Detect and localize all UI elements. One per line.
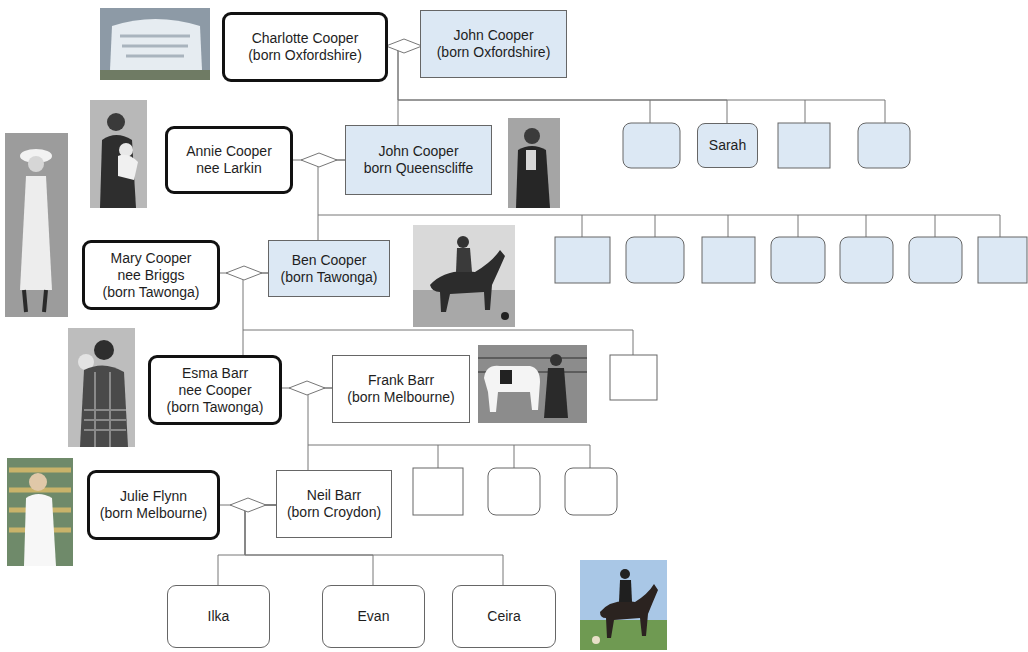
sibling-line bbox=[398, 100, 885, 123]
empty-box bbox=[413, 468, 463, 515]
photo bbox=[580, 560, 667, 650]
person-detail: (born Croydon) bbox=[287, 504, 381, 521]
empty-box bbox=[555, 237, 610, 283]
photo bbox=[7, 458, 73, 566]
photo bbox=[413, 225, 515, 327]
person-detail: (born Tawonga) bbox=[166, 399, 263, 416]
person-detail: (born Oxfordshire) bbox=[248, 47, 362, 64]
empty-box bbox=[778, 123, 830, 168]
person-detail: nee Larkin bbox=[196, 160, 261, 177]
person-box: Sarah bbox=[697, 123, 758, 168]
person-detail: born Queenscliffe bbox=[364, 160, 473, 177]
photo bbox=[68, 328, 135, 447]
empty-box bbox=[626, 237, 684, 283]
empty-box bbox=[909, 237, 962, 283]
empty-box bbox=[978, 237, 1027, 283]
person-box: Frank Barr(born Melbourne) bbox=[332, 355, 470, 423]
person-name: Ilka bbox=[208, 608, 230, 625]
person-detail: nee Briggs bbox=[118, 267, 185, 284]
person-detail: (born Melbourne) bbox=[347, 389, 454, 406]
empty-box bbox=[565, 468, 617, 515]
person-box: Evan bbox=[322, 585, 425, 648]
person-box: Ceira bbox=[452, 585, 556, 648]
descent-line bbox=[318, 160, 345, 240]
person-name: Sarah bbox=[709, 137, 746, 154]
marriage-diamond bbox=[386, 39, 422, 53]
marriage-diamond bbox=[226, 266, 262, 280]
person-detail: (born Tawonga) bbox=[102, 284, 199, 301]
descent-line bbox=[218, 505, 276, 585]
empty-box bbox=[488, 468, 540, 515]
photo bbox=[508, 118, 560, 208]
person-box: Charlotte Cooper(born Oxfordshire) bbox=[222, 12, 388, 82]
person-detail: (born Melbourne) bbox=[100, 505, 207, 522]
person-box: Julie Flynn(born Melbourne) bbox=[87, 470, 220, 540]
photo bbox=[5, 133, 68, 317]
empty-box bbox=[840, 237, 893, 283]
person-name: Mary Cooper bbox=[111, 250, 192, 267]
descent-line bbox=[308, 388, 332, 470]
person-box: John Cooper(born Oxfordshire) bbox=[420, 10, 567, 78]
person-name: John Cooper bbox=[453, 27, 533, 44]
sibling-line bbox=[308, 445, 590, 468]
photo bbox=[478, 345, 587, 423]
person-box: Neil Barr(born Croydon) bbox=[276, 470, 392, 538]
empty-box bbox=[702, 237, 755, 283]
empty-box bbox=[610, 355, 657, 400]
person-name: Charlotte Cooper bbox=[252, 30, 359, 47]
person-detail: (born Oxfordshire) bbox=[437, 44, 551, 61]
person-name: Annie Cooper bbox=[186, 143, 272, 160]
person-box: Esma Barrnee Cooper(born Tawonga) bbox=[148, 355, 282, 425]
empty-boxes bbox=[413, 123, 1027, 515]
person-name: Ceira bbox=[487, 608, 520, 625]
person-name: Julie Flynn bbox=[120, 488, 187, 505]
person-name: Neil Barr bbox=[307, 487, 361, 504]
descent-line bbox=[398, 46, 420, 125]
person-detail: nee Cooper bbox=[178, 382, 251, 399]
person-detail: (born Tawonga) bbox=[280, 269, 377, 286]
person-box: Annie Coopernee Larkin bbox=[165, 126, 293, 194]
marriage-diamond bbox=[301, 153, 337, 167]
person-box: Mary Coopernee Briggs(born Tawonga) bbox=[82, 240, 220, 310]
marriage-diamond bbox=[230, 498, 266, 512]
photo bbox=[90, 100, 147, 208]
photo bbox=[100, 8, 210, 80]
person-box: Ilka bbox=[167, 585, 270, 648]
person-name: Ben Cooper bbox=[292, 252, 367, 269]
person-name: Frank Barr bbox=[368, 372, 434, 389]
person-name: Evan bbox=[358, 608, 390, 625]
person-box: John Cooperborn Queenscliffe bbox=[345, 125, 492, 195]
person-box: Ben Cooper(born Tawonga) bbox=[268, 240, 390, 297]
empty-box bbox=[771, 237, 825, 283]
empty-box bbox=[858, 123, 910, 168]
empty-box bbox=[623, 123, 680, 168]
descent-line bbox=[243, 273, 268, 355]
person-name: John Cooper bbox=[378, 143, 458, 160]
person-name: Esma Barr bbox=[182, 365, 248, 382]
sibling-lines bbox=[243, 100, 1000, 468]
marriage-diamond bbox=[289, 381, 325, 395]
